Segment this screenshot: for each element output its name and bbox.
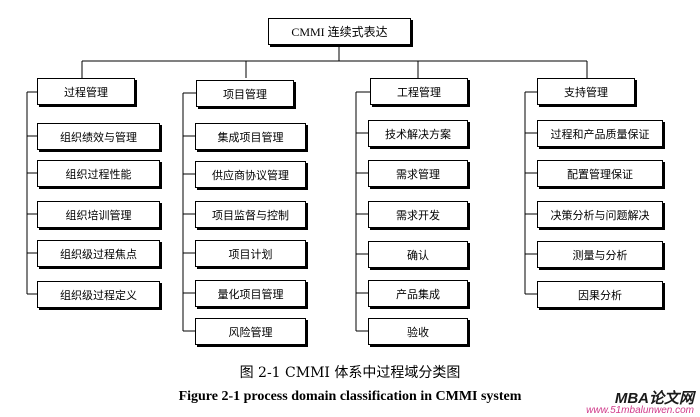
process-area-box: 产品集成 xyxy=(368,280,468,307)
process-area-box: 组织级过程定义 xyxy=(37,281,160,308)
process-area-box: 决策分析与问题解决 xyxy=(537,201,663,228)
process-area-box: 量化项目管理 xyxy=(195,280,306,307)
figure-caption-english: Figure 2-1 process domain classification… xyxy=(178,389,522,404)
process-area-box: 风险管理 xyxy=(195,318,306,345)
category-project-management: 项目管理 xyxy=(196,80,294,107)
process-area-box: 项目监督与控制 xyxy=(195,201,306,228)
process-area-box: 需求管理 xyxy=(368,160,468,187)
root-node: CMMI 连续式表达 xyxy=(268,18,411,45)
process-area-box: 集成项目管理 xyxy=(195,123,306,150)
process-area-box: 确认 xyxy=(368,241,468,268)
process-area-box: 组织级过程焦点 xyxy=(37,240,160,267)
process-area-box: 测量与分析 xyxy=(537,241,663,268)
process-area-box: 配置管理保证 xyxy=(537,160,663,187)
category-process-management: 过程管理 xyxy=(37,78,135,105)
process-area-box: 验收 xyxy=(368,318,468,345)
process-area-box: 组织培训管理 xyxy=(37,201,160,228)
watermark-title: MBA论文网 xyxy=(614,390,694,407)
process-domain-diagram: CMMI 连续式表达 过程管理 项目管理 工程管理 支持管理 组织绩效与管理 组… xyxy=(26,18,663,345)
process-area-box: 过程和产品质量保证 xyxy=(537,120,663,147)
watermark-url: www.51mbalunwen.com xyxy=(586,405,694,416)
process-area-box: 技术解决方案 xyxy=(368,120,468,147)
process-area-box: 需求开发 xyxy=(368,201,468,228)
process-area-box: 项目计划 xyxy=(195,240,306,267)
process-area-box: 供应商协议管理 xyxy=(195,161,306,188)
category-engineering-management: 工程管理 xyxy=(370,78,468,105)
process-area-box: 组织绩效与管理 xyxy=(37,123,160,150)
figure-caption-chinese: 图 2-1 CMMI 体系中过程域分类图 xyxy=(239,365,461,381)
process-area-box: 因果分析 xyxy=(537,281,663,308)
process-area-box: 组织过程性能 xyxy=(37,160,160,187)
category-support-management: 支持管理 xyxy=(537,78,635,105)
connector-lines xyxy=(26,45,588,332)
